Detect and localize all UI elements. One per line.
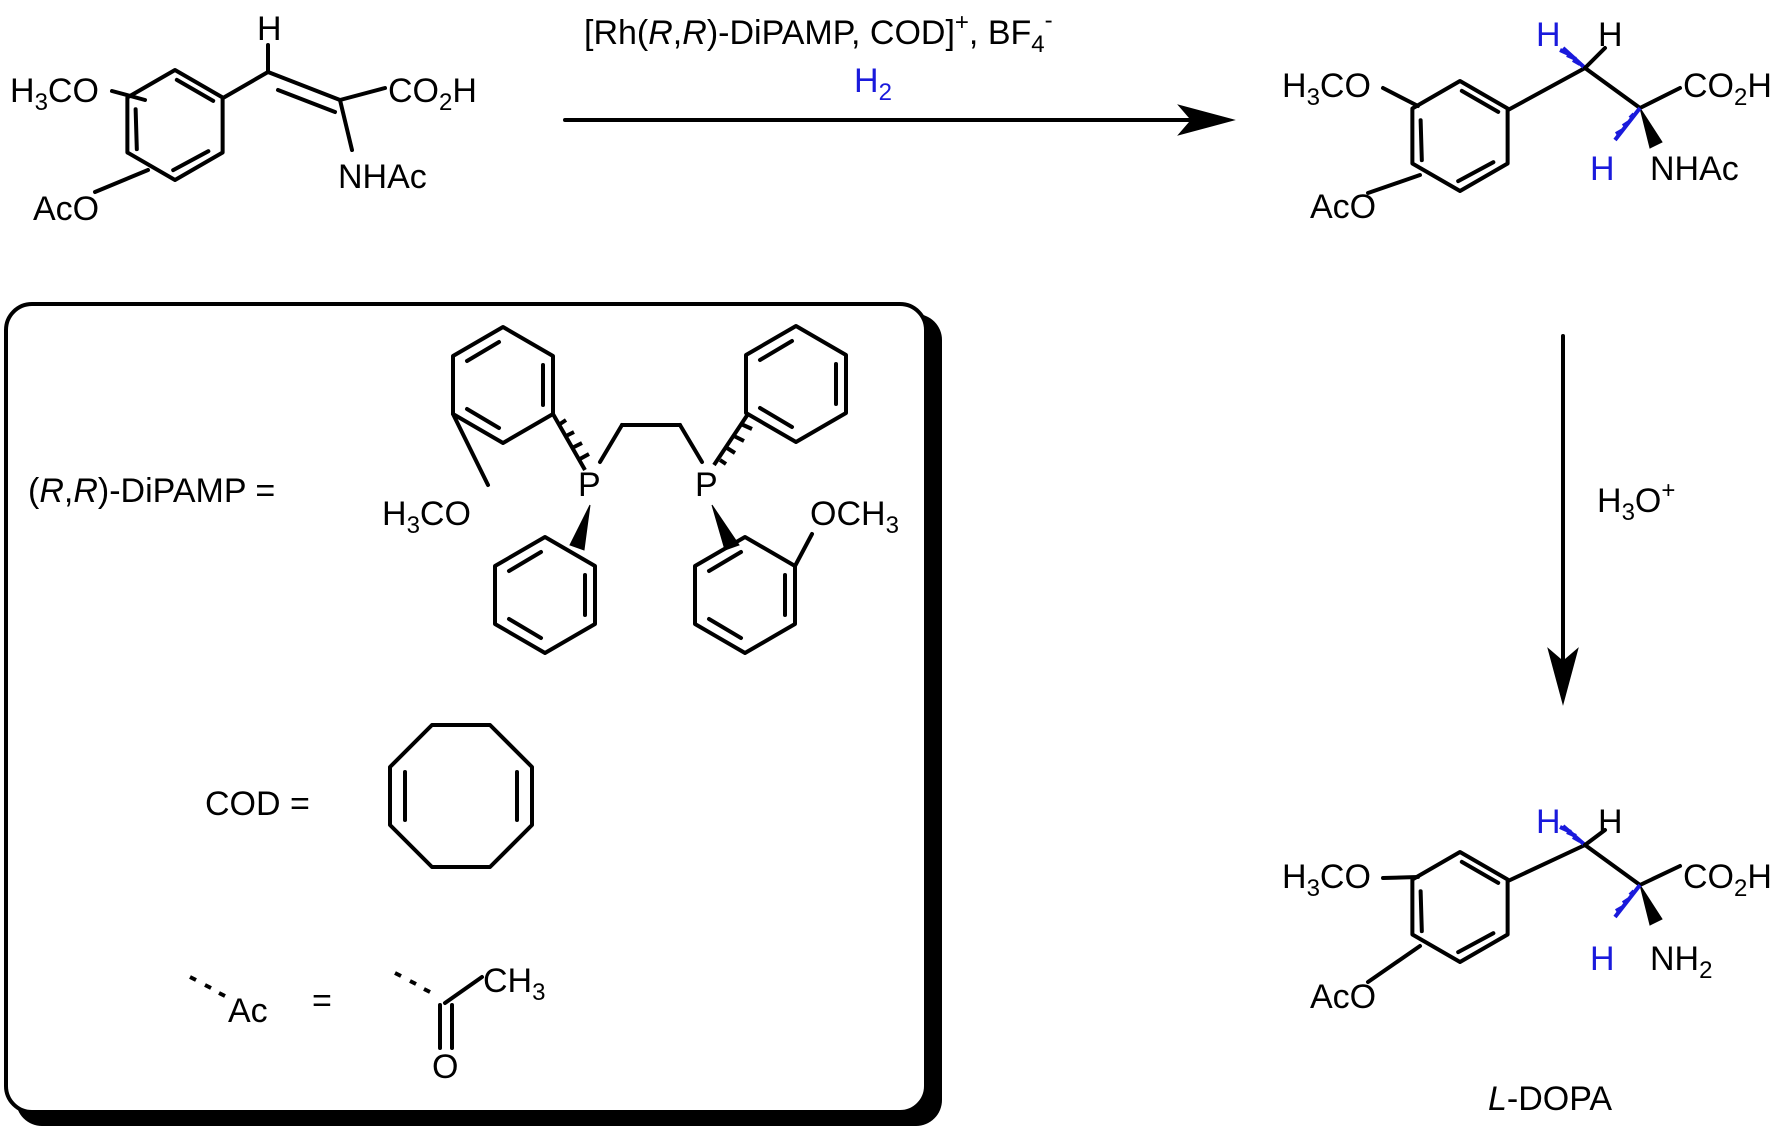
hydrogen-label: H2: [854, 62, 892, 106]
ac-attachment-dash: [189, 975, 226, 998]
int-bond-oacetyl: [1366, 173, 1422, 195]
int-bond-omethoxy: [1381, 86, 1420, 108]
sm-co2h-label: CO2H: [388, 72, 477, 116]
prod-h3-label: H: [1590, 940, 1615, 978]
int-h3-label: H: [1590, 150, 1615, 188]
int-aco-label: AcO: [1310, 188, 1376, 226]
sm-h3co-label: H3CO: [10, 72, 99, 116]
sm-bond-oacetyl: [93, 168, 150, 194]
cod-ring: [388, 723, 534, 869]
sm-vinyl-h-label: H: [257, 10, 282, 48]
prod-h2-label: H: [1598, 803, 1623, 841]
prod-wedge-n: [1639, 884, 1663, 926]
acetyl-structure: CH3 O: [394, 962, 545, 1086]
dipamp-label: (R,R)-DiPAMP =: [28, 472, 275, 510]
prod-nh2-label: NH2: [1650, 940, 1712, 984]
dipamp-bond-ome-right: [793, 532, 814, 568]
int-hash-h3: [1613, 106, 1642, 142]
int-nhac-label: NHAc: [1650, 150, 1739, 188]
prod-bond-ch2: [1506, 843, 1587, 883]
prod-bond-carboxyl: [1638, 864, 1682, 887]
prod-h3co-label: H3CO: [1282, 858, 1371, 902]
dipamp-bridge-1: [598, 423, 624, 464]
catalyst-label: [Rh(R,R)-DiPAMP, COD]+, BF4-: [584, 7, 1053, 58]
cod-structure: [388, 723, 534, 869]
int-benzene-ring: [1386, 65, 1534, 207]
prod-bond-omethoxy: [1381, 875, 1420, 880]
prod-aco-label: AcO: [1310, 978, 1376, 1016]
ac-equals: =: [312, 982, 332, 1020]
prod-hash-h1: [1559, 824, 1587, 847]
acetyl-bond-ch3: [443, 975, 484, 1005]
prod-co2h-label: CO2H: [1683, 858, 1772, 902]
hydrogenation-step: [Rh(R,R)-DiPAMP, COD]+, BF4- H2: [563, 7, 1236, 136]
hydrolysis-step: H3O+: [1547, 334, 1675, 706]
int-bond-h2: [1583, 46, 1607, 70]
acetyl-o-label: O: [432, 1048, 458, 1086]
acetyl-ch3-label: CH3: [483, 962, 545, 1006]
acetyl-attachment-dash: [394, 971, 431, 994]
ac-label: Ac: [228, 992, 268, 1030]
starting-material: H3CO AcO H CO2H NHAc: [10, 10, 477, 228]
cod-label: COD =: [205, 785, 310, 823]
sm-bond-vinyl-1: [221, 70, 270, 100]
int-bond-carboxyl: [1638, 86, 1682, 110]
sm-benzene-ring: [101, 54, 249, 196]
hydrogenation-arrow-head: [1177, 104, 1236, 136]
hydrolysis-arrow-head: [1547, 647, 1579, 706]
int-h1-label: H: [1536, 16, 1561, 54]
legend-box: (R,R)-DiPAMP = H3CO P P OCH3 COD =: [4, 302, 942, 1126]
acid-label: H3O+: [1597, 477, 1675, 526]
dipamp-bond-ome-left: [451, 412, 490, 487]
product-name-label: L-DOPA: [1488, 1080, 1612, 1118]
sm-bond-carboxyl: [338, 86, 387, 102]
sm-nhac-label: NHAc: [338, 158, 427, 196]
legend-box-frame: [4, 302, 928, 1114]
intermediate-product: H3CO AcO H H CO2H H NHAc: [1282, 16, 1772, 226]
dipamp-p-right: P: [695, 466, 718, 504]
dipamp-och3-right: OCH3: [810, 495, 899, 539]
dipamp-structure: H3CO P P OCH3: [382, 324, 899, 655]
int-wedge-n: [1639, 107, 1663, 149]
sm-bond-amide: [338, 98, 354, 152]
int-h2-label: H: [1598, 16, 1623, 54]
dipamp-h3co-left: H3CO: [382, 495, 471, 539]
prod-bond-oacetyl: [1366, 944, 1422, 984]
sm-double-bond-a: [266, 70, 342, 102]
final-product: H3CO AcO H H CO2H H NH2 L-DOPA: [1282, 803, 1772, 1118]
int-bond-chiral: [1583, 66, 1642, 110]
int-co2h-label: CO2H: [1683, 67, 1772, 111]
sm-aco-label: AcO: [33, 190, 99, 228]
prod-hash-h3: [1613, 883, 1642, 919]
prod-h1-label: H: [1536, 803, 1561, 841]
int-bond-ch2: [1506, 66, 1587, 112]
dipamp-wedge-right: [711, 504, 740, 551]
int-hash-h1: [1559, 46, 1587, 70]
prod-bond-chiral: [1583, 843, 1642, 887]
sm-bond-omethoxy: [110, 89, 147, 102]
dipamp-hash-left: [551, 413, 590, 471]
dipamp-hash-right: [712, 412, 753, 467]
prod-bond-h2: [1583, 828, 1607, 847]
dipamp-p-left: P: [578, 466, 601, 504]
int-h3co-label: H3CO: [1282, 67, 1371, 111]
dipamp-bridge-3: [678, 423, 704, 464]
dipamp-wedge-left: [569, 504, 591, 551]
sm-double-bond-b: [276, 88, 337, 114]
